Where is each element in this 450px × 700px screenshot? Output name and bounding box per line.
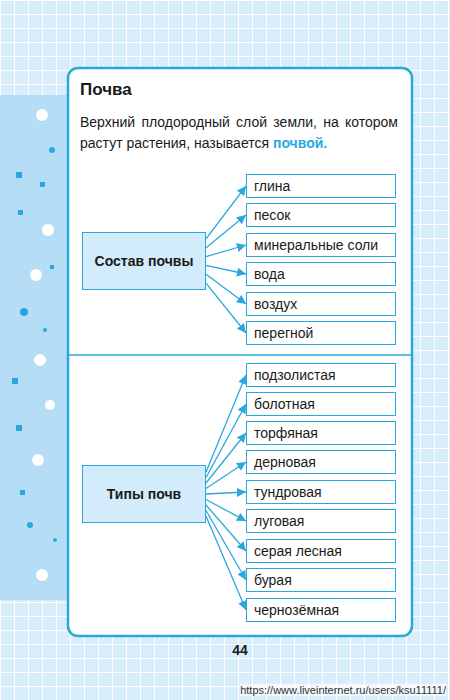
connector-arrow [206,283,246,333]
item-box: дерновая [246,450,396,474]
definition: Верхний плодородный слой земли, на котор… [80,114,398,151]
card-frame [68,68,412,636]
item-box: тундровая [246,480,396,504]
connector-arrow [206,265,246,274]
connector-arrow [206,404,246,477]
page-number: 44 [200,642,280,658]
connector-arrow [206,186,246,239]
box-label: серая лесная [254,543,342,559]
connector-arrow [206,462,246,488]
connector-arrow [206,274,246,304]
box-label: воздух [254,296,297,312]
item-box: вода [246,262,396,286]
item-box: песок [246,203,396,227]
category-box: Типы почв [82,465,206,523]
box-label: болотная [254,396,315,412]
connector-arrow [206,505,246,551]
box-label: глина [254,178,290,194]
item-box: торфяная [246,421,396,445]
box-label: перегной [254,325,313,341]
category-box: Состав почвы [82,232,206,290]
box-label: дерновая [254,454,316,470]
box-label: вода [254,266,285,282]
box-label: подзолистая [254,367,336,383]
item-box: подзолистая [246,363,396,387]
box-label: тундровая [254,484,322,500]
item-box: чернозёмная [246,598,396,622]
item-box: перегной [246,321,396,345]
box-label: торфяная [254,425,318,441]
snowflakes [30,109,55,581]
box-label: Состав почвы [95,252,194,270]
box-label: минеральные соли [254,237,378,253]
connector-arrow [206,492,246,494]
watermark: https://www.liveinternet.ru/users/ksu111… [240,684,446,696]
box-label: бурая [254,572,292,588]
connector-arrow [206,511,246,580]
box-label: чернозёмная [254,602,339,618]
item-box: бурая [246,568,396,592]
connector-arrow [206,500,246,521]
divider [69,354,411,356]
term: почвой. [273,135,327,151]
title: Почва [80,80,132,100]
item-box: минеральные соли [246,233,396,257]
item-box: серая лесная [246,539,396,563]
item-box: глина [246,174,396,198]
connector-arrow [206,215,246,248]
connector-arrow [206,375,246,472]
connector-arrow [206,516,246,610]
connector-arrow [206,245,246,257]
connector-arrow [206,433,246,483]
box-label: Типы почв [107,485,181,503]
box-label: песок [254,207,290,223]
item-box: болотная [246,392,396,416]
item-box: воздух [246,292,396,316]
item-box: луговая [246,509,396,533]
side-strip [0,95,70,600]
box-label: луговая [254,513,304,529]
dots [12,147,57,542]
definition-text: Верхний плодородный слой земли, на котор… [80,112,398,154]
